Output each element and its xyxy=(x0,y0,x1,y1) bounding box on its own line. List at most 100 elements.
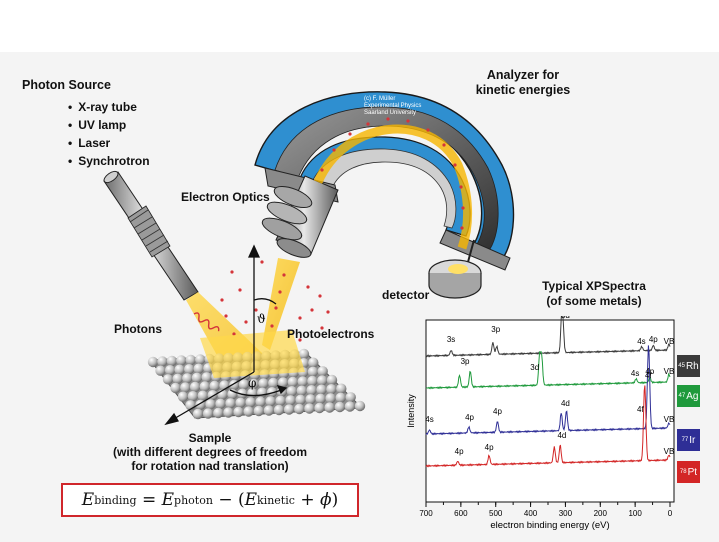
sample-atom xyxy=(184,364,195,375)
peak-label: 4f xyxy=(645,371,652,380)
sample-atom xyxy=(245,397,256,408)
sample-atom xyxy=(308,357,319,368)
formula-subscript: kinetic xyxy=(257,493,295,507)
photon-wave xyxy=(193,312,220,332)
top-band xyxy=(0,0,719,52)
sample-atom xyxy=(223,407,234,418)
sample-atom xyxy=(164,365,176,376)
peak-label: 4d xyxy=(561,399,570,408)
atomic-number: 78 xyxy=(679,469,687,475)
sample-atom xyxy=(268,377,279,389)
x-tick-label: 700 xyxy=(419,509,433,518)
spectra-title-line: (of some metals) xyxy=(546,294,642,308)
sample-atom xyxy=(297,376,308,387)
sample-atom xyxy=(258,378,269,389)
sample-atom xyxy=(283,404,295,415)
formula-symbol: E xyxy=(244,490,258,510)
element-symbol: Pt xyxy=(687,466,698,478)
sample-atom xyxy=(205,399,216,410)
peak-label: 4s xyxy=(631,369,639,378)
sample-atom xyxy=(191,372,203,383)
atomic-number: 77 xyxy=(681,437,689,443)
theta-symbol: ϑ xyxy=(257,312,266,326)
sample-atom xyxy=(266,387,278,398)
sample-atom xyxy=(277,377,289,388)
atomic-number: 45 xyxy=(678,363,685,369)
sample-caption: Sample (with different degrees of freedo… xyxy=(100,431,320,473)
spectrum-trace-ir xyxy=(425,345,671,436)
sample-atom xyxy=(177,391,189,402)
sample-atom xyxy=(305,394,316,405)
electron-optics-lens xyxy=(261,175,339,258)
peak-label: 4p xyxy=(649,335,658,344)
sample-atom xyxy=(285,395,296,406)
x-tick-label: 500 xyxy=(489,509,503,518)
sample-atom xyxy=(235,397,246,408)
sample-atom xyxy=(275,395,286,406)
formula-subscript: binding xyxy=(94,493,137,507)
sample-atom xyxy=(176,355,187,366)
element-symbol: Rh xyxy=(685,360,699,372)
peak-label: 3d xyxy=(530,363,539,372)
element-symbol: Ag xyxy=(686,390,699,402)
sample-atom xyxy=(324,402,335,413)
peak-label: 3s xyxy=(447,335,455,344)
x-tick-label: 600 xyxy=(454,509,468,518)
sample-atom xyxy=(215,398,226,409)
formula-symbol: E xyxy=(81,490,95,510)
sample-atom xyxy=(307,366,319,377)
sample-atom xyxy=(225,398,236,409)
peak-label: 4f xyxy=(637,405,644,414)
sample-caption-line: for rotation nad translation) xyxy=(131,459,289,473)
peak-label: 4s xyxy=(637,337,645,346)
sample-caption-line: (with different degrees of freedom xyxy=(112,445,308,459)
sample-atom xyxy=(193,363,204,374)
sample-atom xyxy=(213,407,224,419)
sample-atom xyxy=(334,401,345,413)
sample-atom xyxy=(306,385,317,396)
sample-atom xyxy=(157,356,168,367)
sample-atom xyxy=(248,378,259,390)
analyzer-title-line: kinetic energies xyxy=(475,83,571,97)
peak-label: 3p xyxy=(461,357,470,366)
peak-label: 4p xyxy=(465,413,474,422)
sample-atom xyxy=(147,356,159,368)
formula-symbol: ϕ xyxy=(319,490,332,510)
sample-atom xyxy=(185,354,196,366)
peak-label: 4d xyxy=(557,431,566,440)
x-axis-label: electron binding energy (eV) xyxy=(490,520,609,531)
sample-atom xyxy=(304,403,315,414)
peak-label: 4p xyxy=(493,407,502,416)
sample-atom xyxy=(286,386,298,397)
sample-atom xyxy=(202,408,214,419)
photon-source-title: Photon Source xyxy=(22,78,111,92)
credit-line: Saarland University xyxy=(364,110,417,116)
photoelectron-dots xyxy=(220,260,330,342)
electron-trajectory xyxy=(313,124,473,250)
sample-atom xyxy=(298,348,310,360)
sample-atom xyxy=(238,379,250,390)
sample-atom xyxy=(294,403,305,415)
sample-atom xyxy=(197,390,208,401)
sample-atom xyxy=(325,393,336,404)
formula-symbol: E xyxy=(161,490,175,510)
sample-atom xyxy=(265,396,276,407)
sample-atom xyxy=(316,384,327,395)
photoelectrons-label: Photoelectrons xyxy=(287,327,375,341)
sample-atom xyxy=(195,354,206,365)
detector-label: detector xyxy=(382,288,430,302)
sample-atom xyxy=(174,364,185,375)
sample-atom xyxy=(317,366,328,377)
sample-atom xyxy=(326,384,337,395)
photon-source-item: Synchrotron xyxy=(68,152,149,170)
sample-atom xyxy=(192,408,204,420)
sample-atom xyxy=(201,372,212,383)
peak-label: 4p xyxy=(485,443,494,452)
sample-atom xyxy=(172,373,183,384)
spectra-title-line: Typical XPSpectra xyxy=(542,279,646,293)
peak-label: 3d xyxy=(561,316,570,320)
